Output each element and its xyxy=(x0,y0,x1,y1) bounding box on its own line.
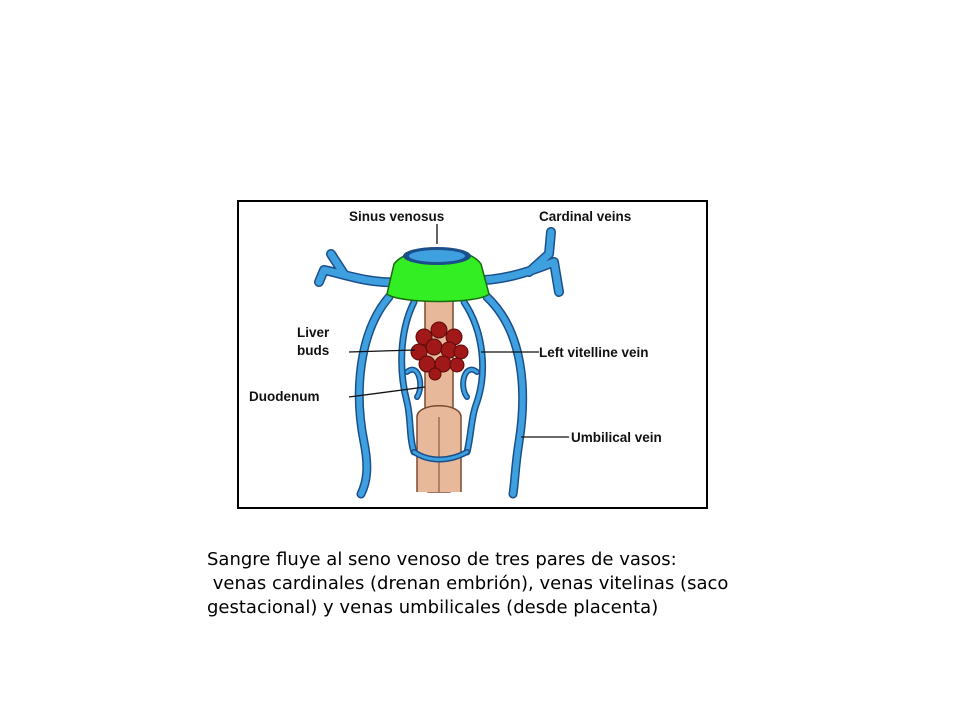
liver-buds xyxy=(410,321,469,381)
caption-line-3: gestacional) y venas umbilicales (desde … xyxy=(207,597,659,618)
leader-lines xyxy=(348,224,569,438)
label-umbilical-vein: Umbilical vein xyxy=(571,430,662,445)
embryo-venous-diagram: Sinus venosus Cardinal veins Liver buds … xyxy=(237,200,708,509)
label-left-vitelline-vein: Left vitelline vein xyxy=(539,345,649,360)
vitelline-vein-network xyxy=(398,298,487,463)
label-sinus-venosus: Sinus venosus xyxy=(349,209,444,224)
caption-line-2: venas cardinales (drenan embrión), venas… xyxy=(207,573,729,594)
label-buds: buds xyxy=(297,343,329,358)
label-liver: Liver xyxy=(297,325,330,340)
caption-line-1: Sangre fluye al seno venoso de tres pare… xyxy=(207,549,677,570)
caption: Sangre fluye al seno venoso de tres pare… xyxy=(207,548,907,620)
diagram-svg: Sinus venosus Cardinal veins Liver buds … xyxy=(249,209,662,499)
label-cardinal-veins: Cardinal veins xyxy=(539,209,631,224)
label-duodenum: Duodenum xyxy=(249,389,320,404)
